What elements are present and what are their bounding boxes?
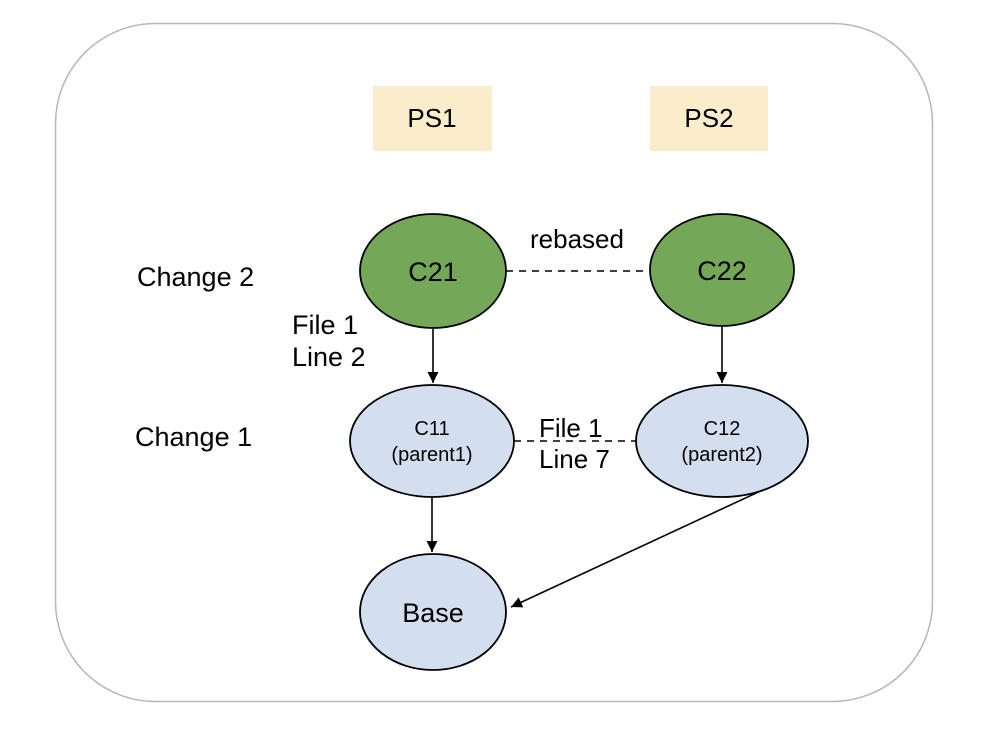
diagram-container-border [54,22,934,703]
node-c11-sublabel: (parent1) [391,444,472,466]
node-c11-label: C11 [414,418,449,440]
patchset-ps2-box: PS2 [650,86,768,151]
node-c12: C12 (parent2) [635,384,809,498]
node-c22-label: C22 [697,256,747,286]
node-base-label: Base [402,598,464,628]
node-c22: C22 [649,213,795,327]
patchset-ps1-box: PS1 [373,86,492,151]
node-c12-sublabel: (parent2) [681,444,762,466]
edge-parents-line-label: Line 7 [539,444,610,474]
node-c21-label: C21 [408,257,458,287]
arrow-c12-to-base [510,480,783,608]
row-label-change2: Change 2 [137,262,254,292]
row-label-change1: Change 1 [135,422,252,452]
patchset-ps2-label: PS2 [684,103,733,133]
node-c11: C11 (parent1) [349,384,515,498]
edge-parents-file-label: File 1 [539,413,603,443]
node-c12-label: C12 [704,418,741,440]
patchset-ps1-label: PS1 [407,103,456,133]
c21-line-label: Line 2 [292,342,366,372]
node-c21: C21 [359,213,507,329]
node-base: Base [359,553,507,671]
edge-rebased-label: rebased [530,224,624,254]
c21-file-label: File 1 [292,310,358,340]
